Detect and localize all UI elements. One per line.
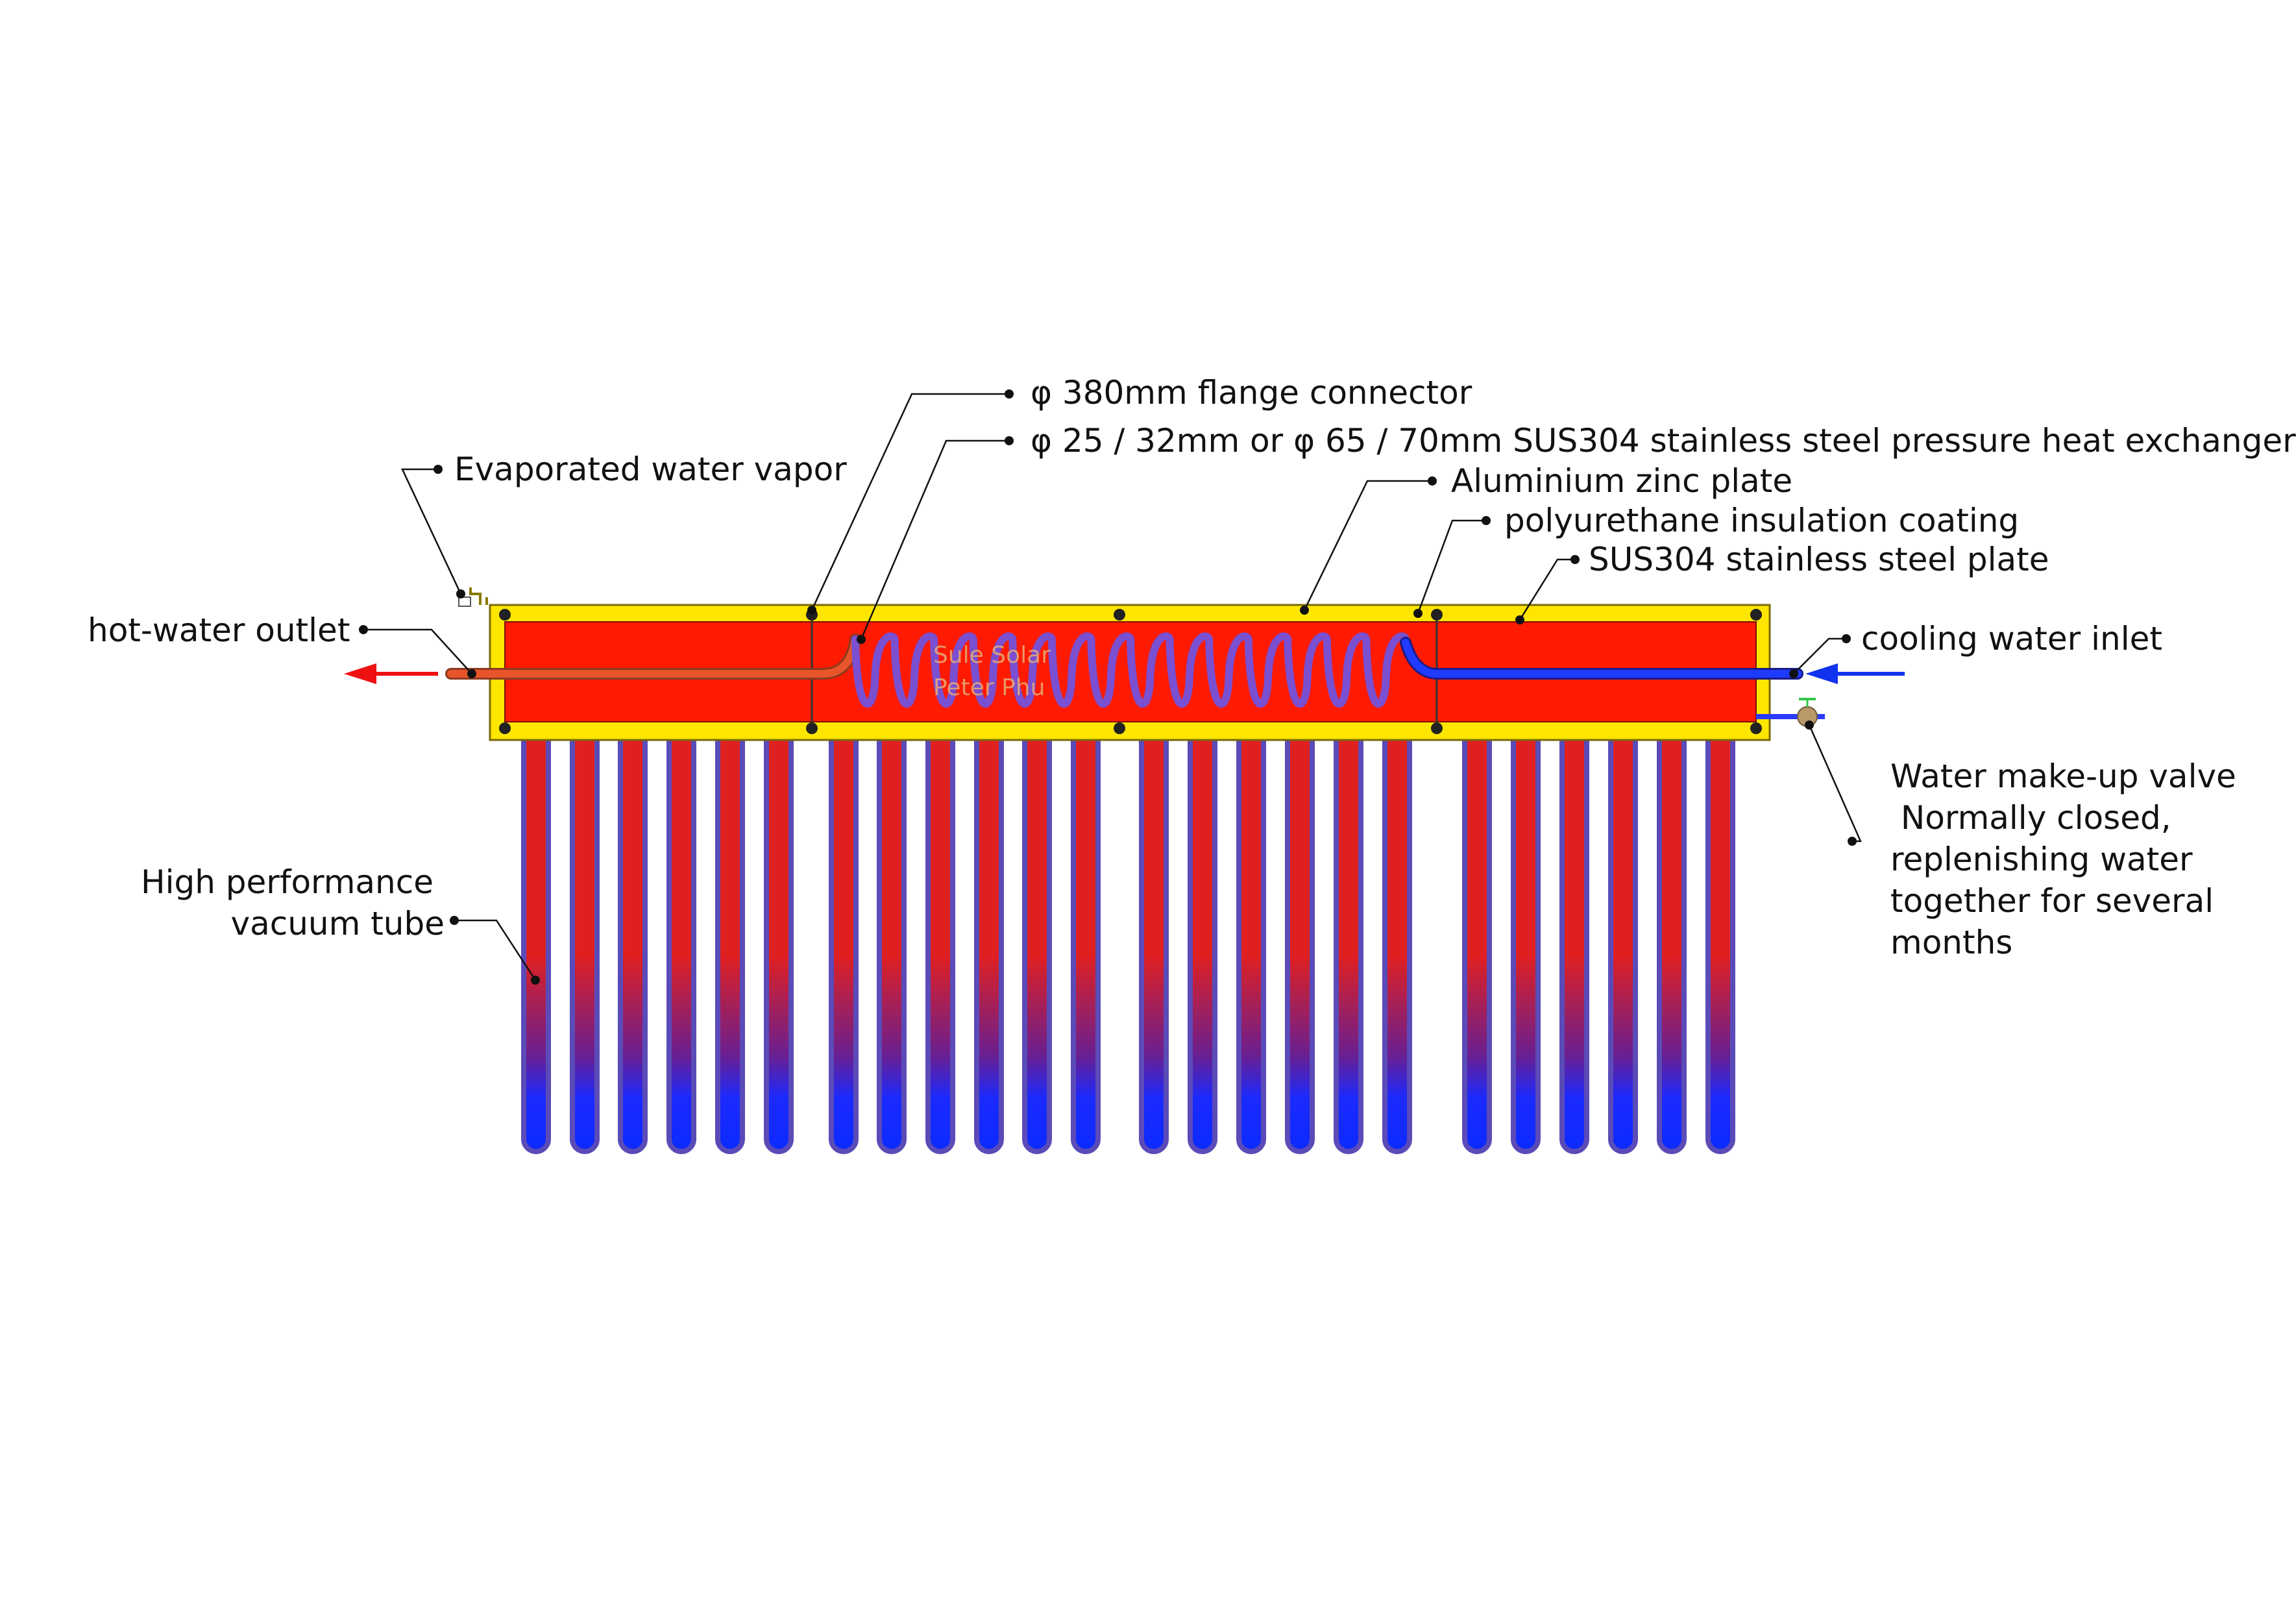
flange-bolt <box>806 722 818 734</box>
vacuum-tube <box>925 711 955 1154</box>
vacuum-tube-array <box>521 711 1735 1154</box>
label-makeup-valve-line2: Normally closed, <box>1890 799 2171 837</box>
leader-dot <box>807 606 816 615</box>
leader-dot <box>1848 837 1857 846</box>
leader-dot <box>531 976 540 985</box>
outlet-arrow-head <box>344 663 376 684</box>
vacuum-tube <box>715 711 745 1154</box>
flange-bolt <box>1114 609 1125 621</box>
watermark-line1: Sule Solar <box>933 642 1051 669</box>
leader-dot <box>359 625 368 634</box>
flange-bolt <box>1114 722 1125 734</box>
leader-dot <box>467 669 476 678</box>
vacuum-tube <box>1382 711 1412 1154</box>
vacuum-tube <box>521 711 551 1154</box>
vacuum-tube <box>570 711 600 1154</box>
leader-dot <box>1789 669 1798 678</box>
flange-bolt <box>499 722 511 734</box>
label-polyurethane-coating: polyurethane insulation coating <box>1504 502 2020 539</box>
flange-bolt <box>1750 722 1762 734</box>
inlet-arrow-head <box>1805 663 1838 684</box>
leader-dot <box>1413 609 1423 618</box>
label-heat-exchanger: φ 25 / 32mm or φ 65 / 70mm SUS304 stainl… <box>1031 422 2296 460</box>
flange-bolt <box>499 609 511 621</box>
flange-bolt <box>1431 609 1443 621</box>
vacuum-tube <box>1022 711 1052 1154</box>
label-makeup-valve-line3: replenishing water <box>1890 841 2193 878</box>
label-cooling-water-inlet: cooling water inlet <box>1861 620 2162 658</box>
leader-dot <box>1805 720 1814 730</box>
vacuum-tube <box>1236 711 1266 1154</box>
flange-bolt <box>1431 722 1443 734</box>
vacuum-tube <box>1511 711 1541 1154</box>
leader-dot <box>1005 436 1014 445</box>
vacuum-tube <box>1608 711 1638 1154</box>
leader-dots <box>359 389 1857 985</box>
heat-exchanger-coil <box>851 632 1410 708</box>
leader-dot <box>1300 606 1309 615</box>
leader-dot <box>1570 555 1580 564</box>
label-makeup-valve-line5: months <box>1890 924 2013 961</box>
label-flange-connector: φ 380mm flange connector <box>1031 374 1472 412</box>
flange-bolt <box>1750 609 1762 621</box>
vacuum-tube <box>1559 711 1589 1154</box>
vacuum-tube <box>764 711 794 1154</box>
leader-dot <box>456 589 465 598</box>
label-sus304-plate: SUS304 stainless steel plate <box>1589 541 2049 578</box>
label-makeup-valve-line1: Water make-up valve <box>1890 757 2236 795</box>
vacuum-tube <box>1139 711 1169 1154</box>
cold-water-pipe-fill <box>1402 639 1801 678</box>
leader-dot <box>1842 634 1851 643</box>
label-makeup-valve-line4: together for several <box>1890 882 2214 920</box>
leader-dot <box>1482 516 1491 525</box>
vapor-vent-cap <box>458 597 471 607</box>
label-hot-water-outlet: hot-water outlet <box>88 611 350 649</box>
label-vacuum-tube-line1: High performance <box>140 863 434 901</box>
vacuum-tube <box>666 711 696 1154</box>
vacuum-tube <box>1188 711 1217 1154</box>
watermark-line2: Peter Phu <box>933 674 1045 701</box>
vacuum-tube <box>1285 711 1315 1154</box>
leader-dot <box>1005 389 1014 399</box>
vacuum-tube <box>974 711 1004 1154</box>
vacuum-tube <box>1462 711 1492 1154</box>
leader-dot <box>1428 476 1437 486</box>
leader-dot <box>450 916 459 925</box>
vacuum-tube <box>1657 711 1687 1154</box>
vacuum-tube <box>1071 711 1101 1154</box>
leader-dot <box>857 635 866 644</box>
vacuum-tube <box>877 711 907 1154</box>
label-evaporated-vapor: Evaporated water vapor <box>454 450 847 488</box>
leader-dot <box>1515 615 1524 624</box>
vacuum-tube <box>1334 711 1363 1154</box>
vacuum-tube <box>1705 711 1735 1154</box>
vacuum-tube <box>829 711 859 1154</box>
vapor-vent-pipe <box>469 587 488 605</box>
label-aluminium-zinc-plate: Aluminium zinc plate <box>1451 462 1793 500</box>
label-vacuum-tube-line2: vacuum tube <box>230 905 445 942</box>
vacuum-tube <box>618 711 648 1154</box>
leader-dot <box>434 465 443 474</box>
